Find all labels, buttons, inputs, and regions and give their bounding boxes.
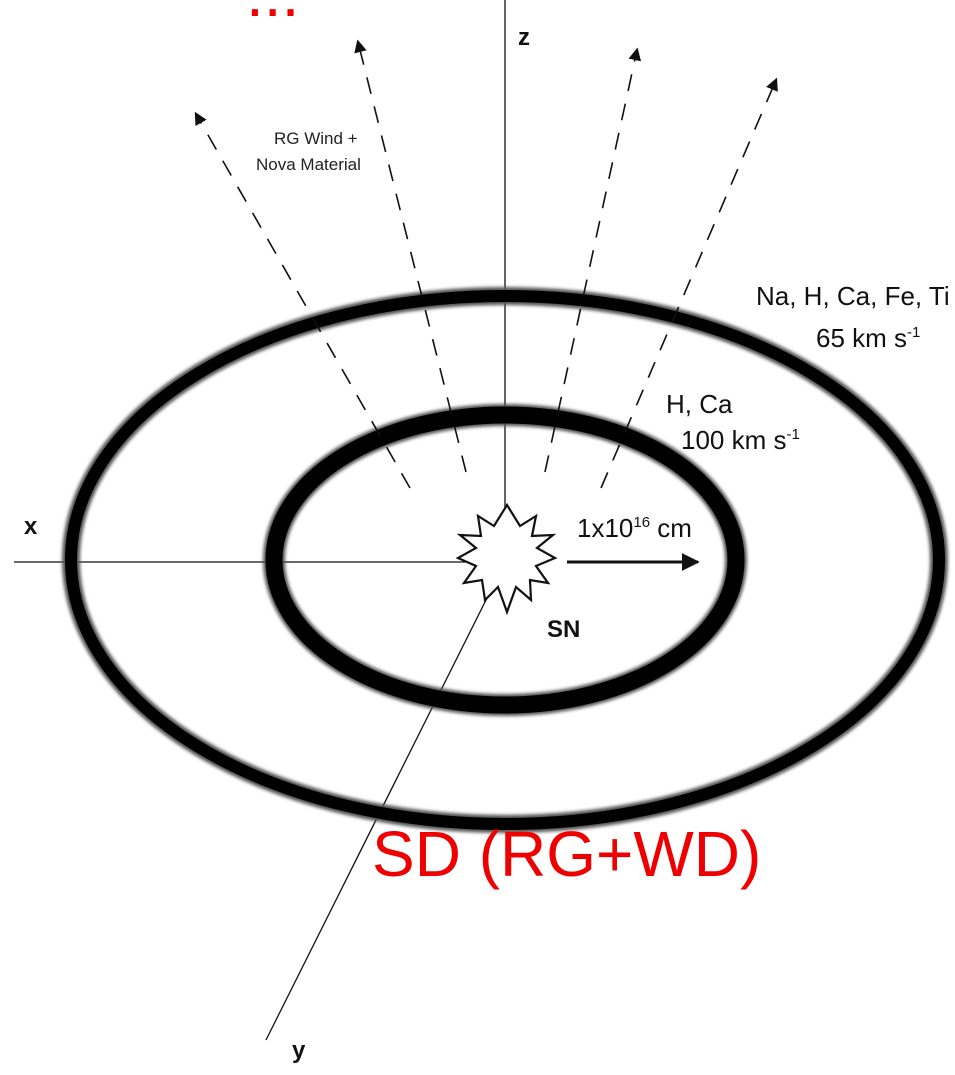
inner-shell-velocity-exp: -1 bbox=[787, 426, 800, 443]
radius-label-exp: 16 bbox=[633, 514, 650, 531]
axis-label-y: y bbox=[292, 1037, 306, 1064]
radius-label-unit: cm bbox=[650, 513, 692, 543]
scenario-label: SD (RG+WD) bbox=[372, 818, 761, 890]
outer-shell-velocity-exp: -1 bbox=[907, 324, 920, 341]
inner-shell-velocity-value: 100 km s bbox=[681, 425, 787, 455]
y-axis bbox=[265, 561, 506, 1041]
outflow-arrow-4 bbox=[600, 77, 778, 489]
outer-shell-velocity-value: 65 km s bbox=[816, 323, 907, 353]
outer-shell-velocity: 65 km s-1 bbox=[816, 323, 920, 353]
outflow-arrows bbox=[194, 39, 778, 489]
wind-label-line2: Nova Material bbox=[256, 155, 361, 174]
top-partial-text: ... bbox=[246, 0, 299, 30]
radius-label-base: 1x10 bbox=[577, 513, 633, 543]
inner-shell bbox=[263, 404, 747, 716]
outflow-arrow-3 bbox=[544, 47, 642, 473]
outer-shell-species: Na, H, Ca, Fe, Ti bbox=[756, 281, 950, 311]
outflow-arrow-1 bbox=[194, 111, 411, 489]
inner-shell-velocity: 100 km s-1 bbox=[681, 425, 800, 455]
axis-label-z: z bbox=[518, 24, 530, 51]
inner-shell-species: H, Ca bbox=[666, 389, 733, 419]
axis-label-x: x bbox=[24, 513, 38, 540]
outer-shell bbox=[62, 287, 948, 833]
radius-label: 1x1016 cm bbox=[577, 513, 692, 543]
outflow-arrow-2 bbox=[354, 39, 467, 473]
wind-label-line1: RG Wind + bbox=[274, 129, 358, 148]
supernova-starburst bbox=[455, 502, 558, 616]
supernova-label: SN bbox=[547, 616, 580, 643]
